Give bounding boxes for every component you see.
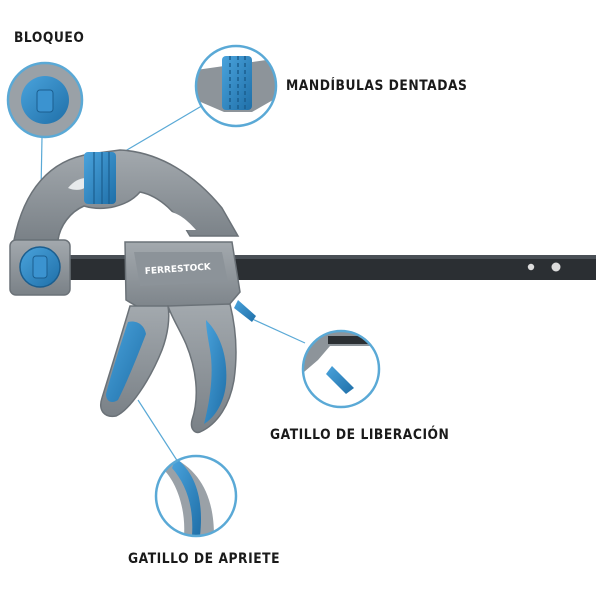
label-bloqueo: BLOQUEO <box>14 30 85 46</box>
label-gatillo-apriete: GATILLO DE APRIETE <box>128 551 281 567</box>
grip-handle <box>100 303 237 434</box>
callout-apriete <box>154 454 238 538</box>
leader-liberacion <box>249 317 306 344</box>
label-gatillo-liberacion: GATILLO DE LIBERACIÓN <box>270 427 450 443</box>
leader-apriete <box>137 399 179 463</box>
trigger-housing: FERRESTOCK <box>124 241 241 315</box>
jaw-teeth <box>84 152 116 204</box>
callout-liberacion <box>301 329 381 409</box>
label-mandibulas-dentadas: MANDÍBULAS DENTADAS <box>286 78 468 94</box>
brand-logo: FERRESTOCK <box>145 262 213 277</box>
clamp-frame <box>13 149 240 241</box>
callout-mandibulas <box>194 44 278 128</box>
release-trigger <box>234 300 256 322</box>
lock-block <box>9 239 71 296</box>
callout-bloqueo <box>6 61 84 139</box>
